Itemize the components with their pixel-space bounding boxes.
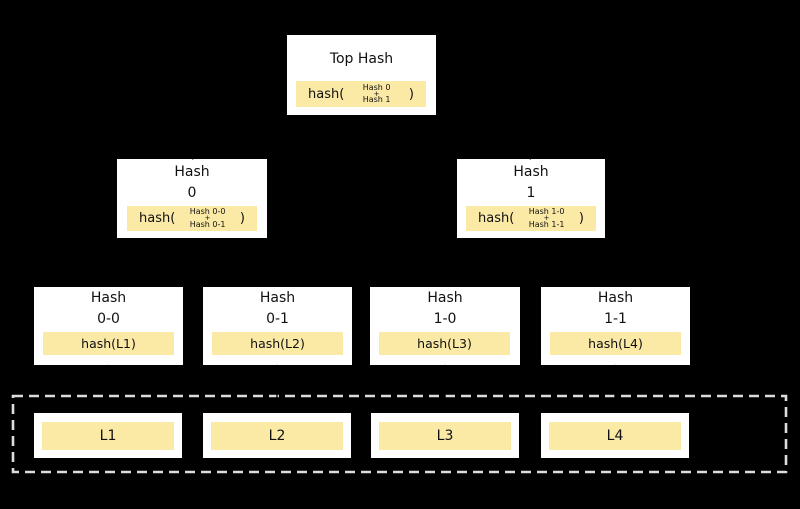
hash-fn-close: ) — [578, 211, 584, 226]
operand-top: Hash 1-0 — [528, 207, 565, 217]
hash-1-formula: hash( Hash 1-0 + Hash 1-1 ) — [466, 206, 596, 231]
hash-1-1-title-line2: 1-1 — [604, 311, 627, 327]
hash-0-0-title-line2: 0-0 — [97, 311, 120, 327]
node-hash-0-1: Hash 0-1 hash(L2) — [203, 287, 352, 365]
data-block-l2-label: L2 — [211, 422, 343, 450]
hash-1-0-title-line1: Hash — [427, 290, 463, 306]
operand-bottom: Hash 1-1 — [528, 219, 565, 229]
top-hash-title: Top Hash — [329, 51, 394, 67]
hash-1-1-formula: hash(L4) — [550, 332, 681, 355]
operand-bottom: Hash 1 — [362, 95, 391, 105]
hash-1-0-formula: hash(L3) — [379, 332, 510, 355]
data-block-l2: L2 — [203, 413, 351, 458]
hash-operands: Hash 0 + Hash 1 — [362, 82, 391, 105]
operand-bottom: Hash 0-1 — [189, 219, 226, 229]
hash-1-title-line2: 1 — [526, 185, 536, 201]
hash-0-formula: hash( Hash 0-0 + Hash 0-1 ) — [127, 206, 257, 231]
operand-top: Hash 0 — [362, 82, 391, 92]
arrow-hash-1-1-to-hash-1 — [565, 238, 616, 287]
node-hash-1: Hash 1 hash( Hash 1-0 + Hash 1-1 ) — [457, 159, 605, 238]
hash-0-1-title: Hash 0-1 — [203, 287, 352, 330]
hash-operands: Hash 0-0 + Hash 0-1 — [190, 208, 226, 229]
hash-0-1-formula: hash(L2) — [212, 332, 343, 355]
arrow-hash-0-1-to-hash-0 — [227, 238, 278, 287]
node-hash-0: Hash 0 hash( Hash 0-0 + Hash 0-1 ) — [117, 159, 267, 238]
node-hash-1-0: Hash 1-0 hash(L3) — [370, 287, 520, 365]
hash-1-title: Hash 1 — [457, 159, 605, 204]
hash-1-1-title-line1: Hash — [597, 290, 634, 306]
arrow-hash-1-to-top-hash — [410, 115, 532, 160]
hash-0-0-title-line1: Hash — [90, 290, 127, 306]
data-block-l3-label: L3 — [379, 422, 511, 450]
hash-0-title-line2: 0 — [187, 185, 197, 201]
arrow-hash-0-0-to-hash-0 — [107, 238, 157, 287]
hash-0-1-title-line1: Hash — [259, 290, 296, 306]
arrow-hash-0-to-top-hash — [191, 115, 311, 160]
top-hash-formula: hash( Hash 0 + Hash 1 ) — [296, 81, 426, 107]
hash-0-title-line1: Hash — [174, 164, 210, 180]
plus-sign: + — [373, 89, 380, 98]
hash-0-0-formula: hash(L1) — [43, 332, 174, 355]
hash-0-1-title-line2: 0-1 — [266, 311, 289, 327]
node-hash-1-1: Hash 1-1 hash(L4) — [541, 287, 690, 365]
operand-top: Hash 0-0 — [189, 207, 226, 217]
hash-1-1-title: Hash 1-1 — [541, 287, 690, 330]
plus-sign: + — [204, 214, 211, 223]
node-top-hash: Top Hash hash( Hash 0 + Hash 1 ) — [287, 35, 436, 115]
hash-fn-close: ) — [408, 86, 414, 102]
data-block-l4-label: L4 — [549, 422, 681, 450]
hash-1-0-title-line2: 1-0 — [433, 311, 457, 327]
arrow-hash-1-0-to-hash-1 — [444, 238, 496, 287]
hash-fn-open: hash( — [308, 86, 345, 102]
data-block-l1-label: L1 — [42, 422, 174, 450]
hash-fn-open: hash( — [478, 211, 515, 226]
hash-fn-close: ) — [239, 211, 245, 226]
hash-0-0-title: Hash 0-0 — [34, 287, 183, 330]
data-block-l3: L3 — [371, 413, 519, 458]
data-block-l4: L4 — [541, 413, 689, 458]
hash-1-title-line1: Hash — [513, 164, 549, 180]
node-hash-0-0: Hash 0-0 hash(L1) — [34, 287, 183, 365]
hash-operands: Hash 1-0 + Hash 1-1 — [529, 208, 565, 229]
hash-1-0-title: Hash 1-0 — [370, 287, 520, 330]
hash-0-title: Hash 0 — [117, 159, 267, 204]
data-block-l1: L1 — [34, 413, 182, 458]
plus-sign: + — [543, 214, 550, 223]
hash-fn-open: hash( — [139, 211, 176, 226]
